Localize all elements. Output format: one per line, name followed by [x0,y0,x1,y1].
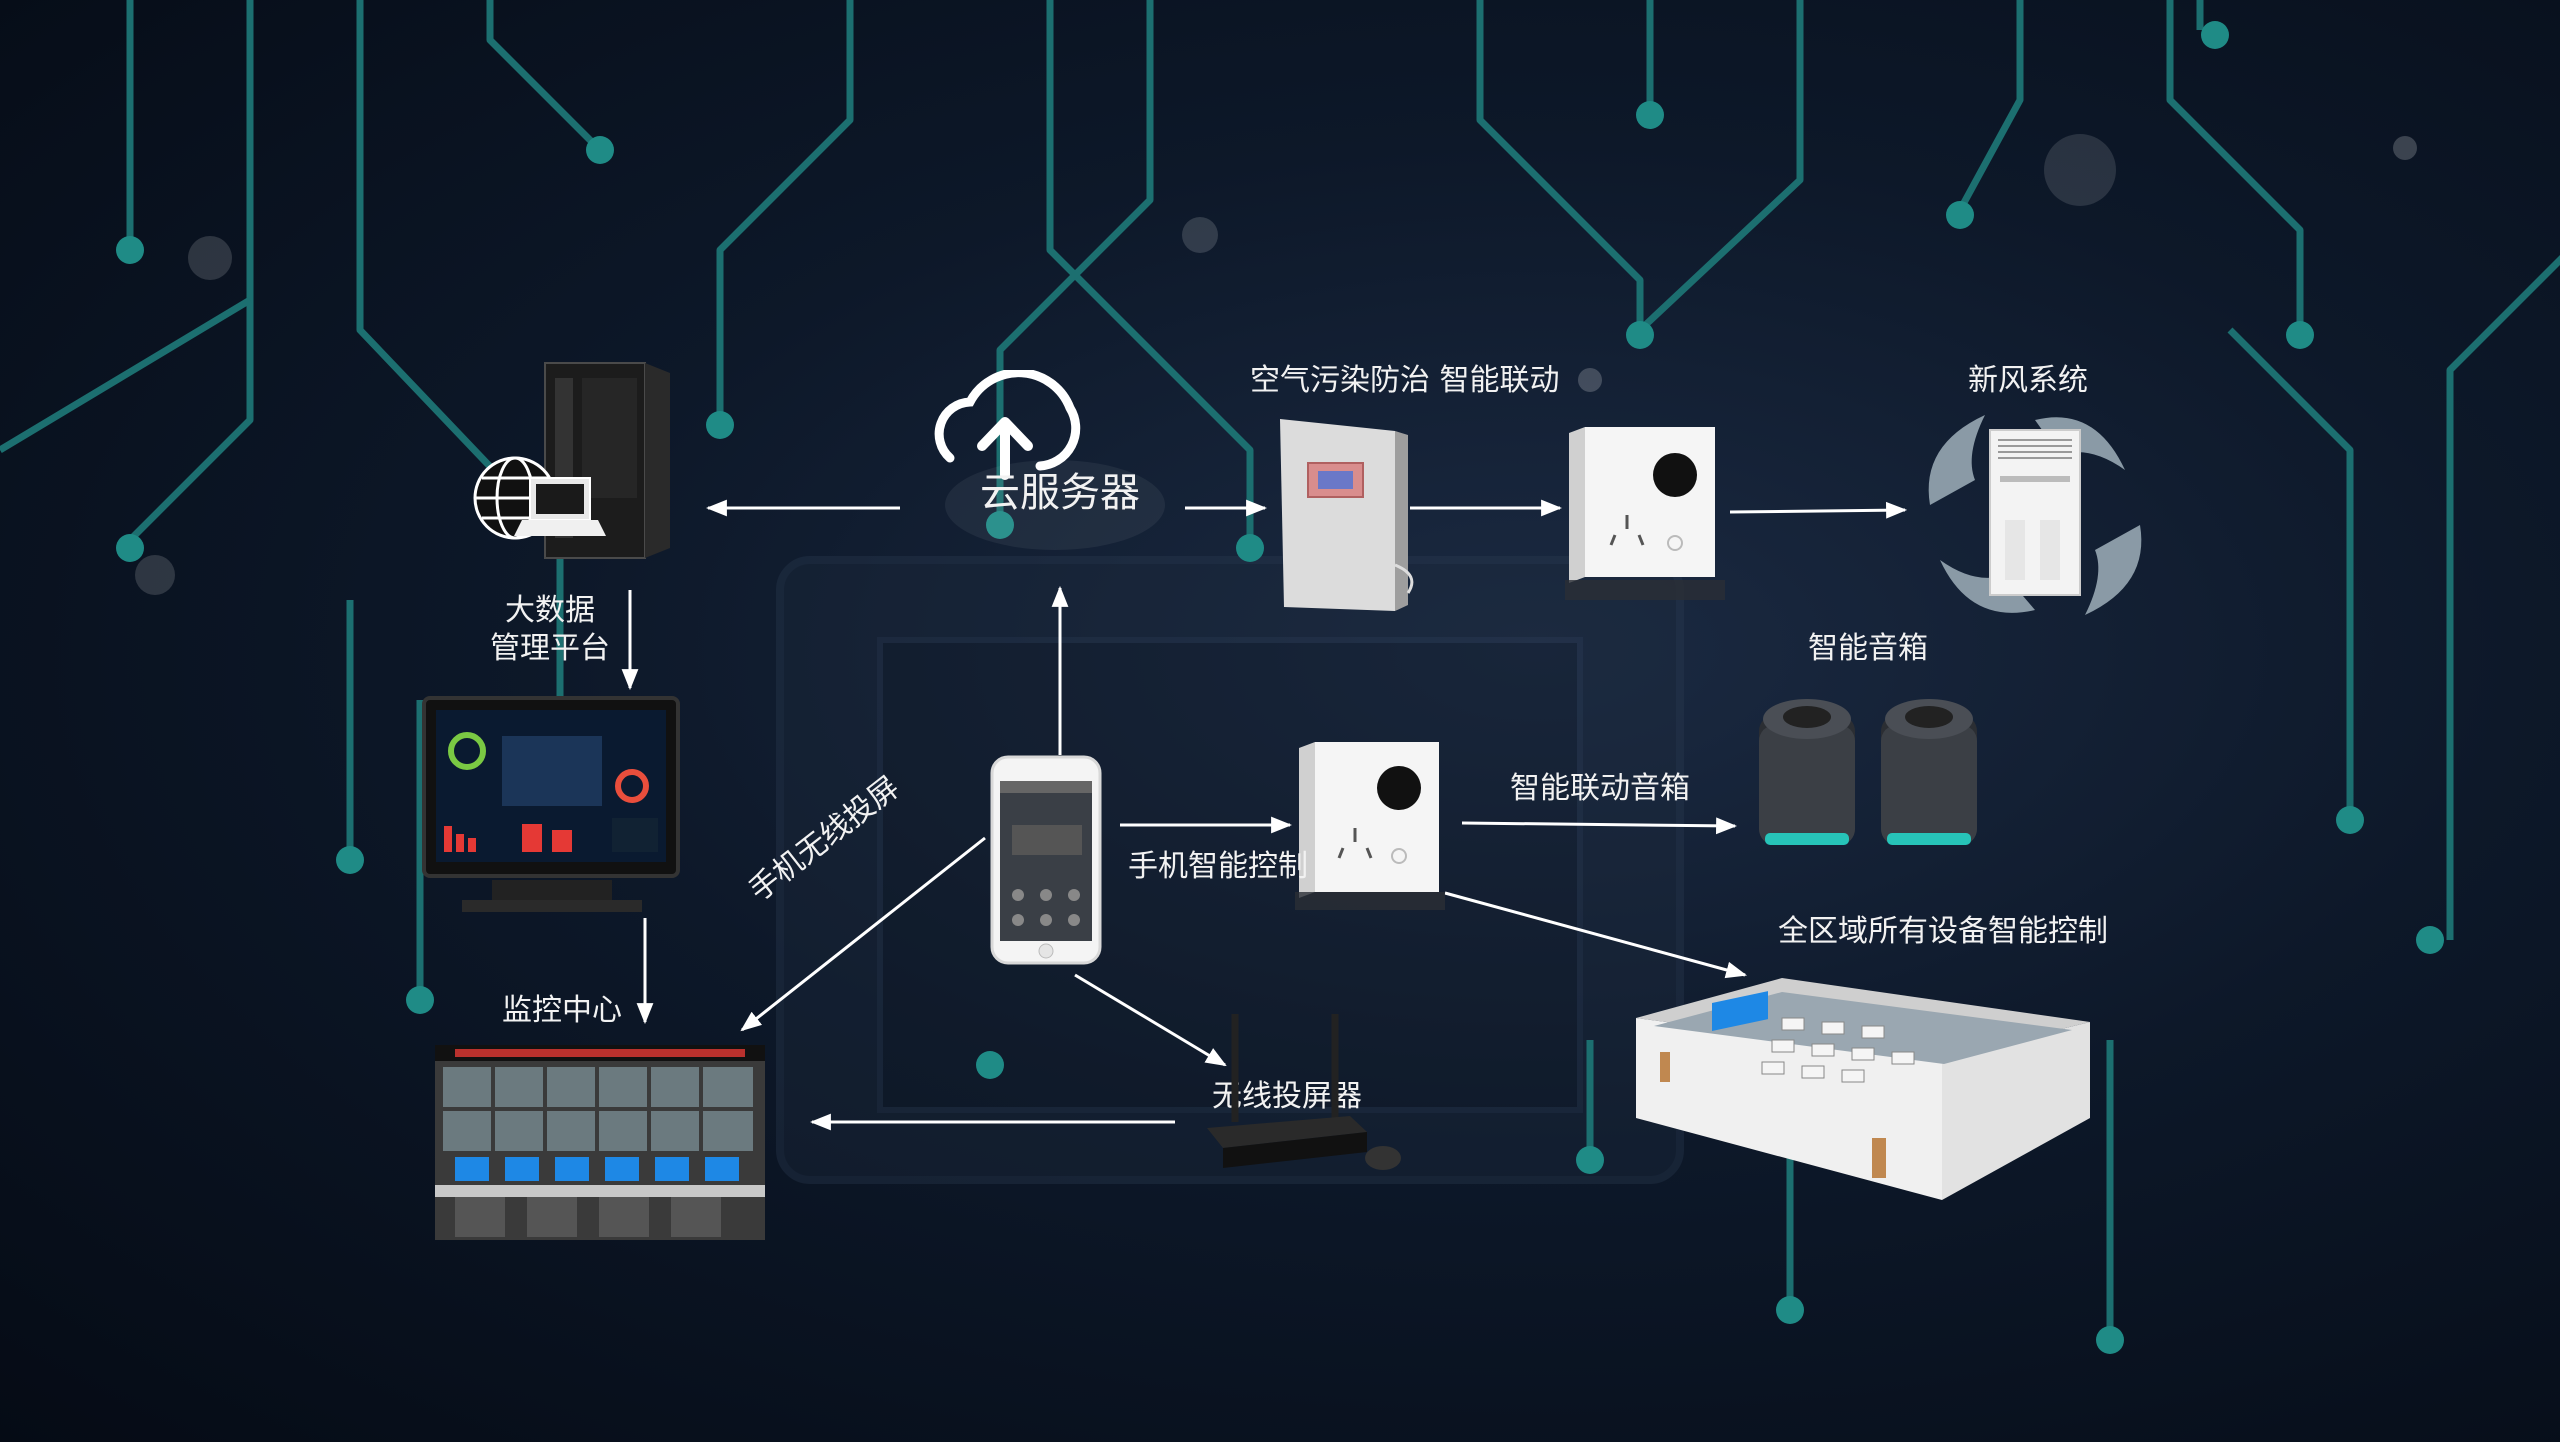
arrow-socket-to-speaker [1461,817,1738,835]
fresh-air-label: 新风系统 [1968,363,2088,398]
speaker-left [1759,699,1855,845]
big-data-label: 大数据 管理平台 [490,593,610,666]
chip-graphic [776,556,1684,1184]
speaker-right [1881,699,1977,845]
arrow-socket-to-freshair [1729,501,1908,519]
air-pollution-label: 空气污染防治 智能联动 [1250,363,1560,398]
smart-socket-middle [1295,742,1445,910]
laptop-icon [514,477,606,536]
monitor-center-label: 监控中心 [502,993,622,1028]
server-tower [473,362,670,559]
fresh-air-unit [1928,415,2142,615]
arrow-phone-to-projector [1074,973,1227,1067]
cloud-server [934,370,1165,550]
smartphone [990,755,1102,965]
linked-speaker-label: 智能联动音箱 [1510,771,1690,806]
classroom-3d [1636,978,2090,1200]
monitor-center-room [435,1045,765,1240]
phone-control-label: 手机智能控制 [1128,849,1308,884]
cloud-label: 云服务器 [980,470,1140,516]
all-area-label: 全区域所有设备智能控制 [1778,914,2108,949]
smart-socket-top [1565,427,1725,600]
smart-speakers [1759,699,1977,845]
arrow-socket-to-room [1444,891,1748,979]
wireless-projector [1207,1014,1401,1170]
upload-arrow-icon [977,417,1033,480]
arrow-phone-to-monitor [740,836,986,1032]
air-quality-sensor [1280,419,1414,611]
smart-speaker-label: 智能音箱 [1808,631,1928,666]
data-dashboard-monitor [422,696,680,912]
